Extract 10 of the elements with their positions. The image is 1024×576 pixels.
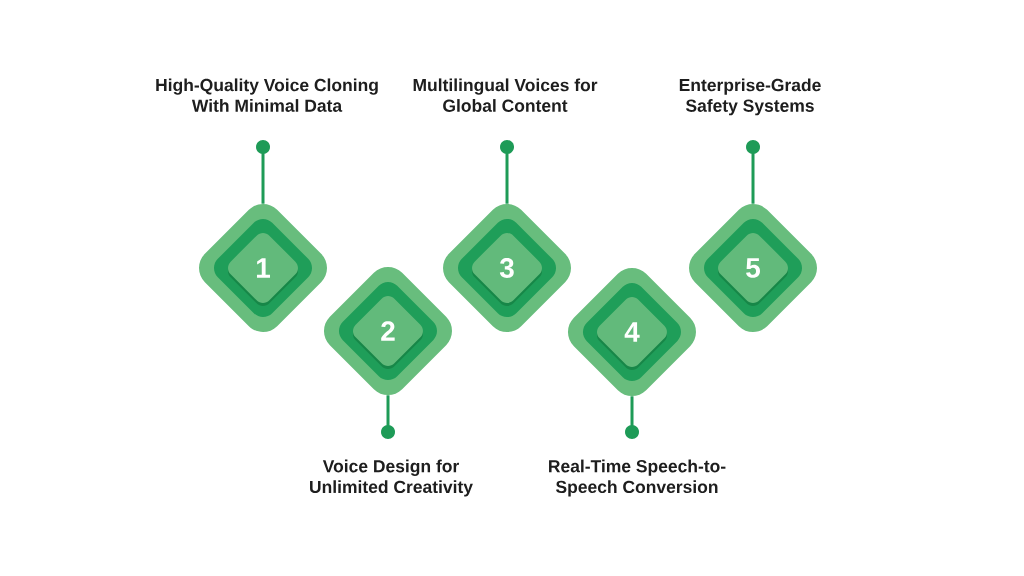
step-label: Voice Design for Unlimited Creativity [310, 459, 473, 497]
step-label: Multilingual Voices for Global Content [413, 78, 598, 112]
step-label: High-Quality Voice Cloning With Minimal Data [156, 78, 378, 112]
leader-line [500, 140, 514, 204]
leader-line [256, 140, 270, 204]
leader-line [625, 396, 639, 439]
leader-line [381, 395, 395, 439]
step-label: Real-Time Speech-to-Speech Conversion [549, 459, 726, 497]
step-label: Enterprise-Grade Safety Systems [679, 78, 821, 116]
leader-line [746, 140, 760, 204]
